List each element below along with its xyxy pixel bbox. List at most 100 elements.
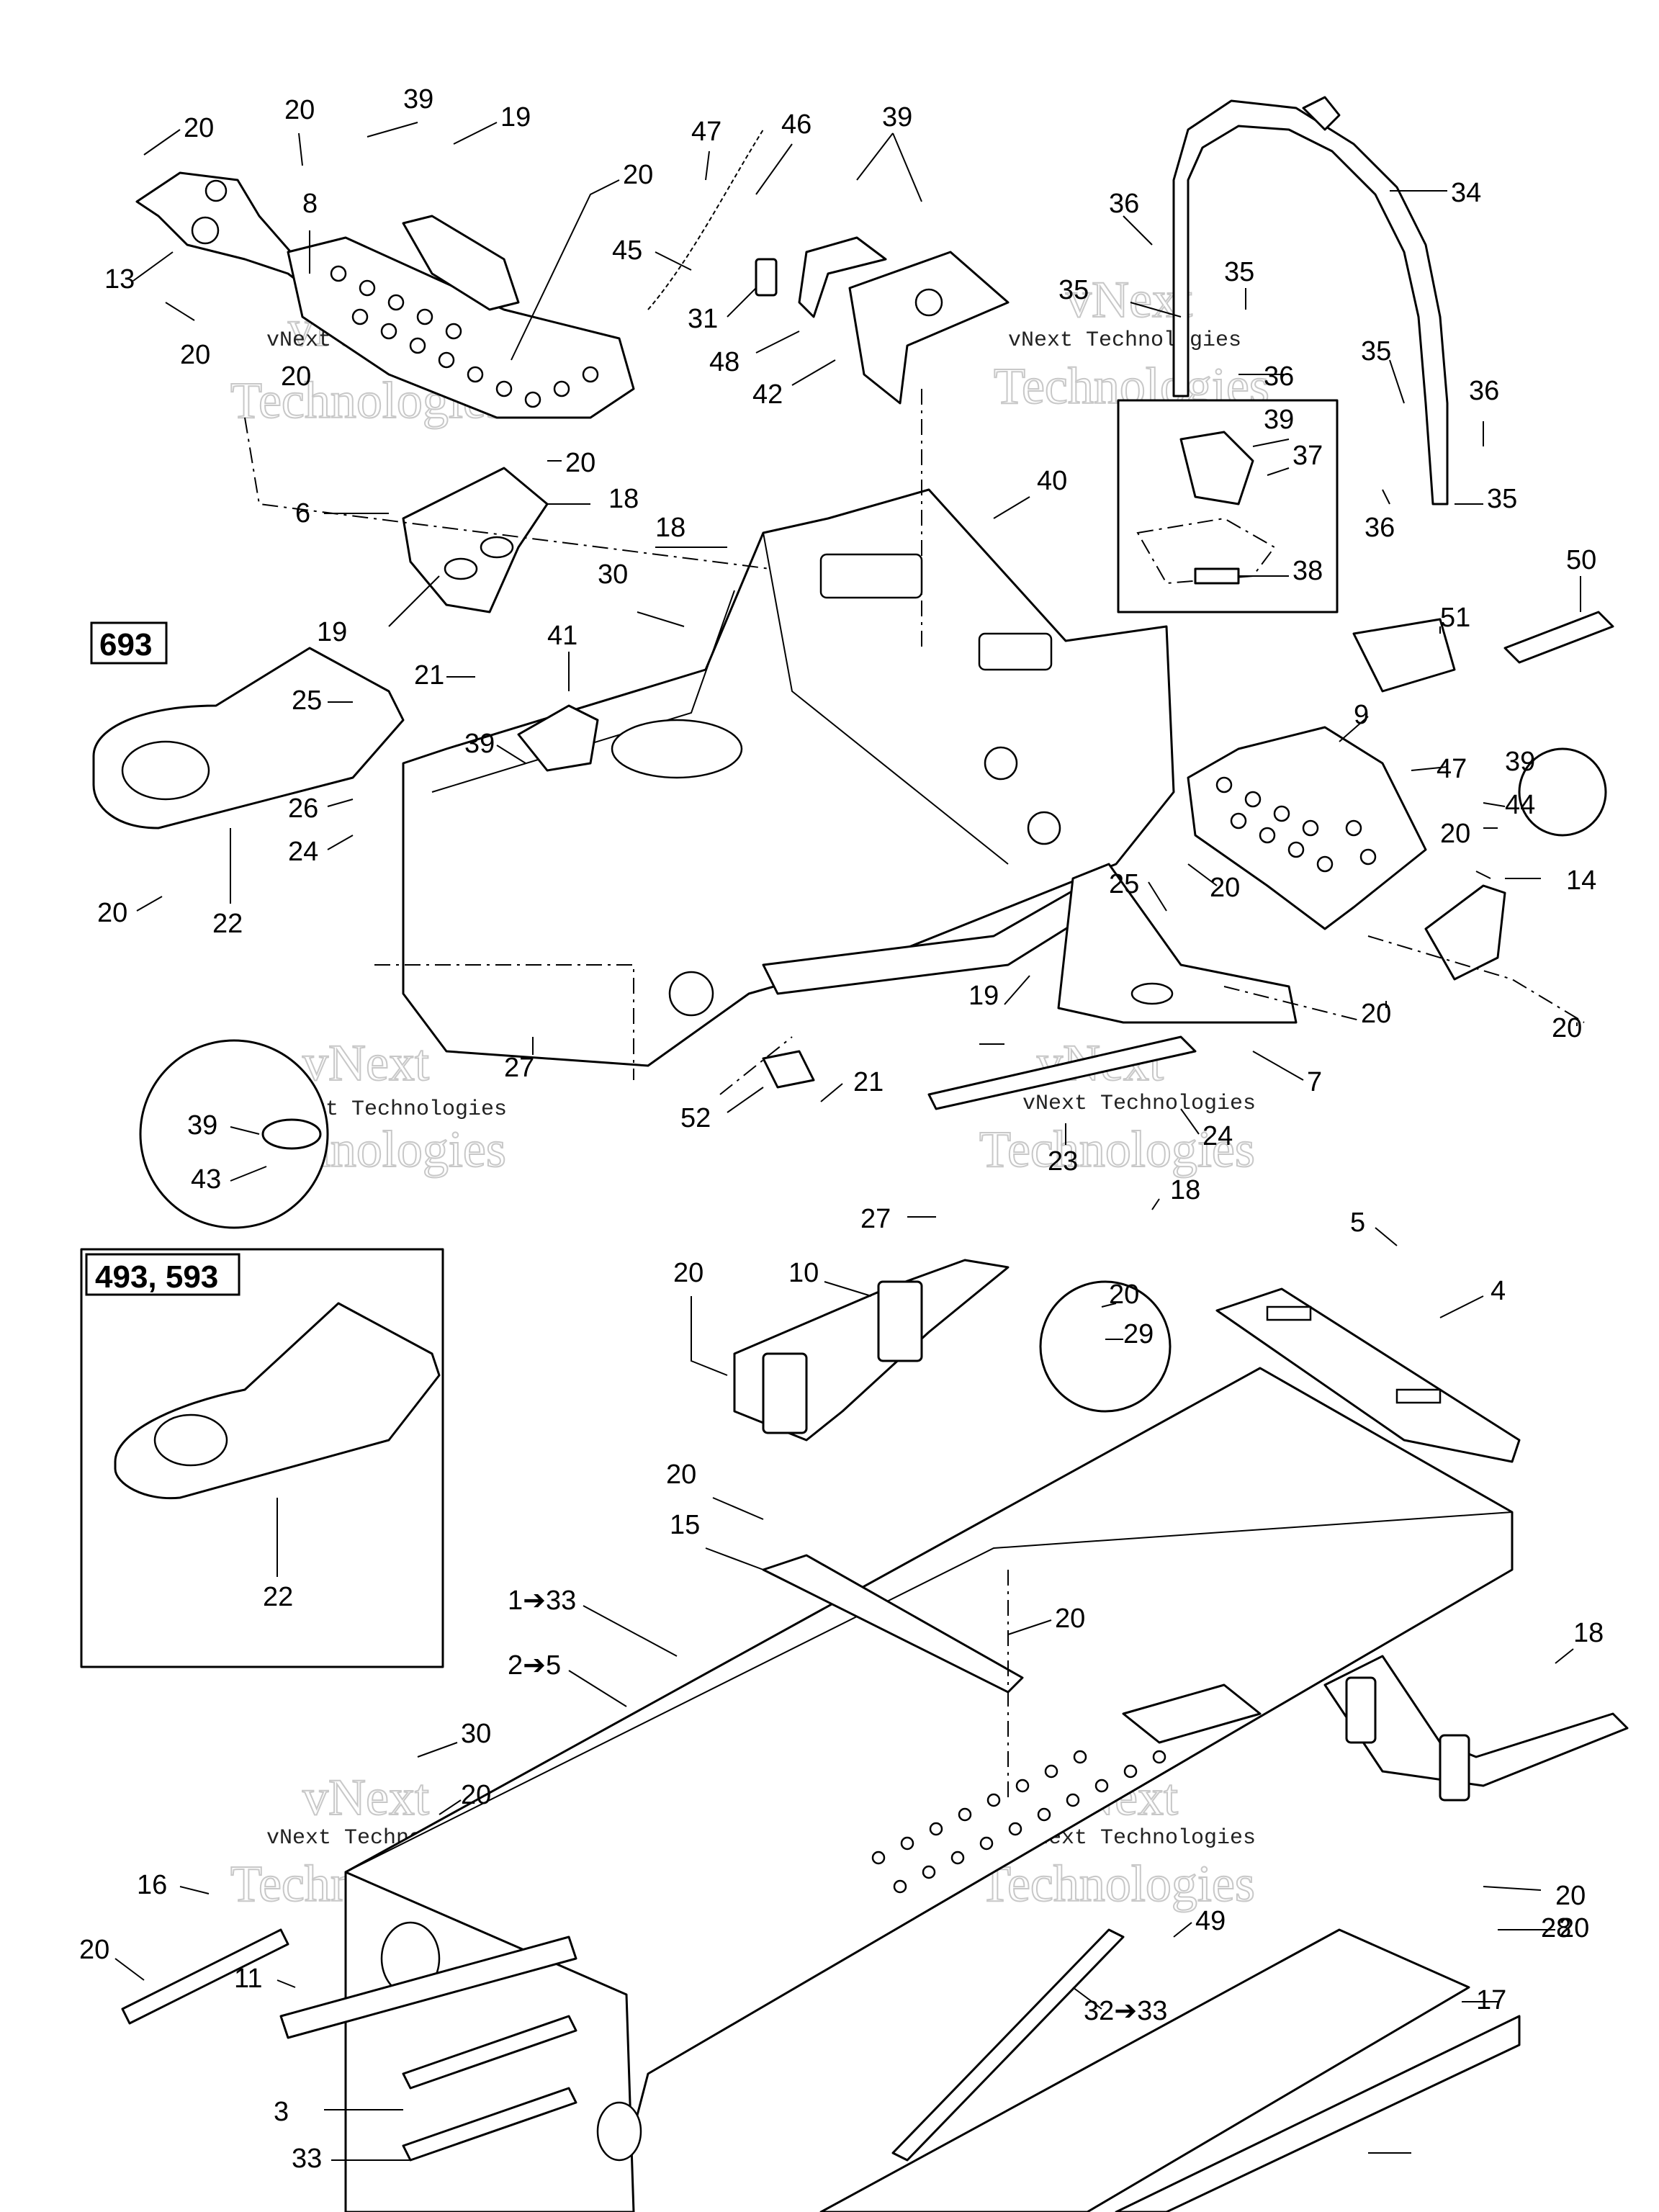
callout-label: 18 [655,513,685,543]
running-board-holes [871,1750,1166,1894]
parts-drawings [80,96,1629,2212]
footrest-8-flange [402,215,520,311]
cable-45 [647,129,764,310]
callout-label: 20 [180,340,210,370]
callout-label: 10 [788,1258,819,1288]
callout-label: 22 [212,909,243,939]
callout-label: 8 [302,189,318,219]
chassis-hole [984,746,1018,781]
callout-label: 21 [853,1067,884,1097]
callout-label: 34 [1451,178,1481,208]
callout-label: 20 [1361,999,1391,1029]
angle-17 [402,2087,577,2162]
chassis-window [978,632,1053,671]
callout-label: 30 [461,1719,491,1749]
bracket-52 [762,1050,815,1089]
callout-label: 20 [565,448,595,478]
chassis-tunnel-edge [763,532,1009,865]
callout-label: 11 [234,1964,262,1994]
clip-50 [1503,611,1614,664]
callout-label: 35 [1487,484,1517,514]
bar-23 [927,1035,1197,1110]
callout-label: 20 [1552,1013,1582,1043]
callout-label: 2➔5 [508,1650,561,1681]
callout-label: 18 [1170,1175,1200,1205]
callout-label: 18 [608,484,639,514]
bar-3 [891,1928,1125,2162]
callout-label: 1➔33 [508,1586,576,1616]
callout-label: 43 [191,1164,221,1195]
callout-label: 44 [1505,790,1535,820]
callout-label: 20 [1109,1280,1139,1310]
watermark-vnext: vNext [1066,271,1192,328]
callout-label: 4 [1491,1276,1506,1306]
callout-label: 3 [274,2097,289,2127]
footrest-9-holes [1215,776,1377,873]
callout-label: 35 [1361,336,1391,367]
callout-leaders [114,122,1581,2161]
callout-label: 22 [263,1582,293,1612]
callout-label: 20 [1440,819,1470,849]
callout-label: 32➔33 [1084,1996,1167,2026]
callout-labels: 20 20 39 19 8 13 20 20 20 47 46 45 31 48… [79,84,1604,2174]
label-box-693 [90,621,168,665]
callout-label: 42 [752,379,783,410]
callout-label: 20 [1555,1881,1586,1911]
callout-label: 47 [691,117,721,147]
hoop-34-plate [1302,96,1341,131]
skid-plate-22-693 [92,647,405,830]
callout-label: 50 [1566,545,1596,575]
bracket-15 [762,1554,1024,1694]
label-box-493-593 [85,1253,240,1296]
bracket-14 [1424,884,1506,981]
callout-label: 45 [612,235,642,266]
bracket-41 [517,704,599,772]
callout-label: 6 [295,498,310,529]
callout-label: 29 [1123,1319,1154,1349]
callout-label: 33 [292,2144,322,2174]
callout-label: 19 [500,102,531,132]
callout-label: 17 [1476,1985,1506,2015]
runner-33 [1115,2015,1521,2212]
callout-label: 35 [1058,275,1089,305]
callout-label: 21 [414,660,444,691]
hoop-34 [1172,99,1449,505]
watermark-caption: vNext Technologies [1022,1092,1256,1116]
bracket-37 [1179,431,1254,505]
chassis-window [819,553,923,599]
variant-label-693: 693 [99,627,152,662]
chassis-hole [1027,811,1061,845]
callout-label: 35 [1224,257,1254,287]
bracket-51 [1352,618,1456,693]
callout-label: 13 [104,264,135,295]
callout-label: 20 [97,898,127,928]
detail-circle-20-29 [1039,1280,1172,1413]
chassis-hole [668,971,714,1017]
callout-label: 41 [547,621,577,651]
callout-label: 27 [504,1053,534,1083]
detail-circle-39-44 [1518,747,1607,837]
callout-label: 20 [1055,1604,1085,1634]
chassis-inner-line [431,590,735,793]
callout-label: 39 [1264,405,1294,435]
bar-28 [279,1936,577,2039]
callout-label: 40 [1037,466,1067,496]
callout-label: 20 [281,361,311,392]
callout-label: 39 [403,84,433,114]
callout-label: 49 [1195,1906,1226,1936]
bracket-42 [848,251,1010,405]
callout-label: 20 [461,1780,491,1810]
clip-31 [755,258,778,297]
callout-label: 47 [1437,754,1467,784]
callout-label: 36 [1469,376,1499,406]
callout-label: 20 [1559,1913,1589,1943]
tunnel [344,1367,1514,2212]
callout-label: 24 [1202,1121,1233,1151]
callout-label: 30 [598,559,628,590]
watermark-caption: vNext Technologies [1008,328,1241,353]
callout-label: 19 [317,617,347,647]
callout-label: 26 [288,793,318,824]
variant-label-493-593: 493, 593 [95,1259,218,1295]
detail-circle-39-43 [139,1039,329,1229]
